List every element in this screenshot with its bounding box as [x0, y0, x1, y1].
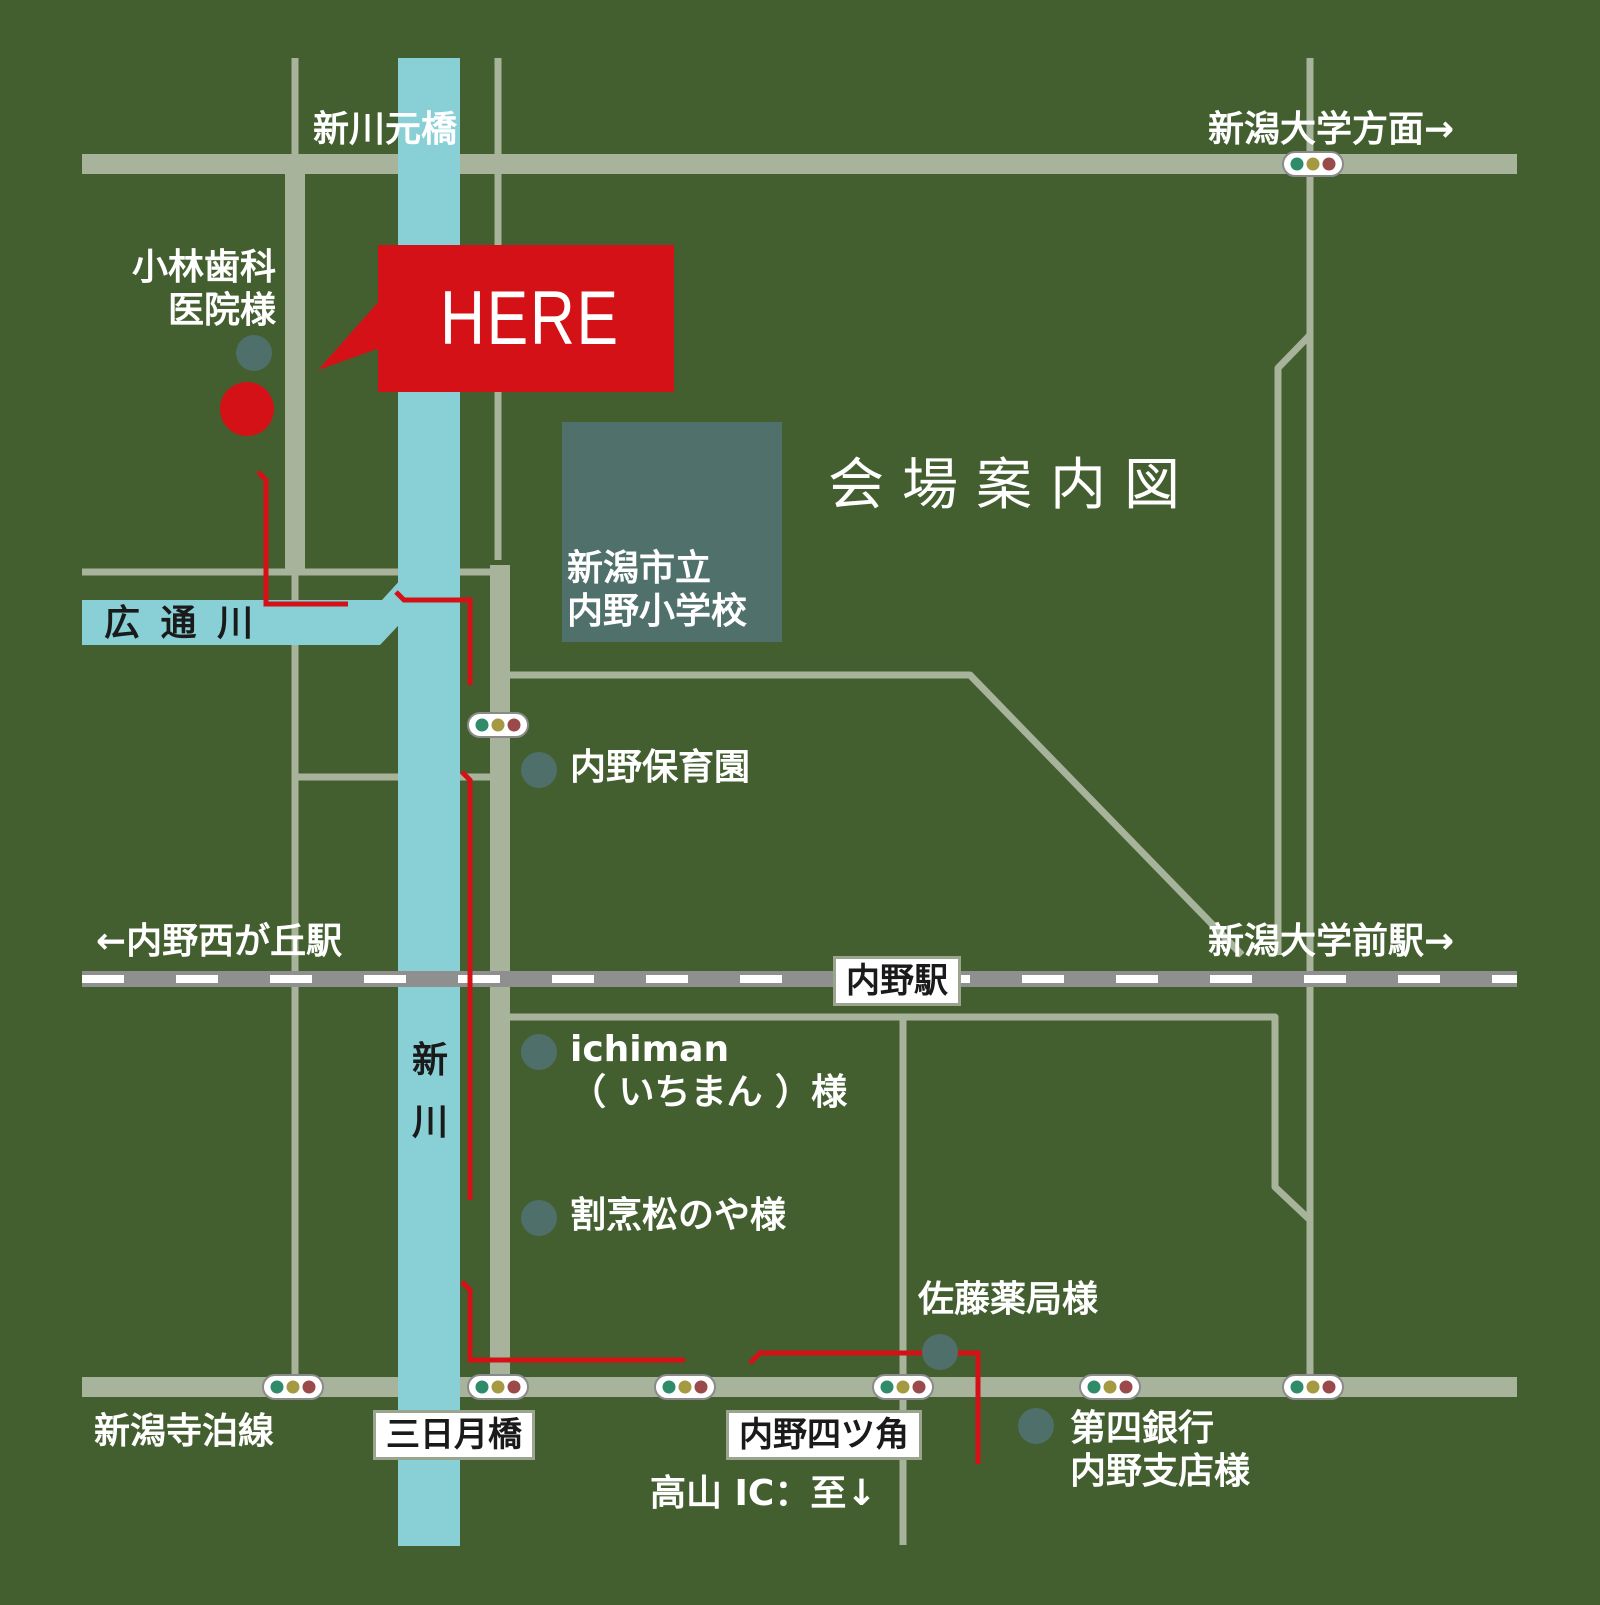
here-pointer	[318, 300, 380, 370]
poi-dot-ichiman	[521, 1034, 557, 1070]
traffic-light-icon	[654, 1374, 716, 1400]
bridge-label-mikazuki: 三日月橋	[373, 1410, 535, 1460]
landmark-ichiman-line-2: （ いちまん ）様	[570, 1072, 848, 1114]
road-diagonal	[500, 671, 1245, 958]
river-label-hirodori: 広 通 川	[104, 603, 258, 644]
route-segment-east	[748, 1350, 981, 1464]
intersection-label: 内野四ツ角	[726, 1410, 922, 1460]
here-callout	[220, 245, 674, 436]
landmark-ichiman: ichiman （ いちまん ）様	[570, 1028, 847, 1114]
landmark-school-line-2: 内野小学校	[567, 591, 748, 633]
landmark-bank-line-1: 第四銀行	[1070, 1408, 1215, 1449]
route-segment-south	[460, 1280, 685, 1363]
here-marker	[220, 382, 274, 436]
landmark-ichiman-line-1: ichiman	[570, 1029, 730, 1070]
landmark-daishi-bank: 第四銀行 内野支店様	[1070, 1407, 1250, 1493]
route-lines	[256, 470, 981, 1464]
landmark-matsunoya: 割烹松のや様	[570, 1195, 787, 1236]
traffic-light-icon	[262, 1374, 324, 1400]
landmark-school: 新潟市立 内野小学校	[567, 547, 747, 633]
traffic-light-icon	[467, 712, 529, 738]
traffic-light-icon	[872, 1374, 934, 1400]
road-label-north-bridge: 新川元橋	[313, 109, 458, 150]
traffic-light-icon	[1079, 1374, 1141, 1400]
river-label-shinkawa: 新 川	[410, 1030, 450, 1154]
route-segment-center	[460, 770, 473, 1200]
river-label-shinkawa-char-2: 川	[411, 1102, 448, 1143]
poi-dot-kobayashi	[236, 335, 272, 371]
traffic-light-icon	[1282, 151, 1344, 177]
road-east-branch	[1274, 332, 1313, 955]
landmark-kobayashi-line-2: 医院様	[167, 290, 276, 332]
route-segment-west	[256, 470, 348, 607]
traffic-light-icon	[467, 1374, 529, 1400]
road-label-south-route: 新潟寺泊線	[94, 1411, 275, 1452]
poi-dot-nursery	[521, 752, 557, 788]
road-label-university-direction: 新潟大学方面→	[1208, 109, 1455, 150]
rail-label-east: 新潟大学前駅→	[1208, 921, 1455, 962]
landmark-sato-pharmacy: 佐藤薬局様	[918, 1279, 1099, 1320]
route-segment-north	[394, 590, 473, 685]
landmark-kobayashi-dental: 小林歯科 医院様	[96, 246, 276, 332]
road-label-takayama-ic: 高山 IC：至↓	[650, 1473, 877, 1514]
minor-roads	[82, 58, 1314, 1545]
poi-dot-matsunoya	[521, 1200, 557, 1236]
traffic-light-icon	[1282, 1374, 1344, 1400]
poi-dots	[236, 335, 1054, 1444]
landmark-bank-line-2: 内野支店様	[1070, 1451, 1251, 1493]
here-box	[378, 245, 674, 392]
here-label: HERE	[440, 276, 620, 361]
river-label-shinkawa-char-1: 新	[411, 1040, 448, 1081]
traffic-lights	[262, 151, 1344, 1400]
landmark-school-line-1: 新潟市立	[567, 548, 712, 589]
station-label: 内野駅	[833, 956, 961, 1006]
map-title: 会場案内図	[828, 453, 1198, 518]
school-block	[562, 422, 782, 642]
landmark-kobayashi-line-1: 小林歯科	[131, 247, 276, 288]
hirodori-river	[82, 520, 460, 645]
landmark-nursery: 内野保育園	[570, 747, 751, 788]
road-south-east	[500, 1013, 1313, 1223]
poi-dot-pharmacy	[922, 1334, 958, 1370]
rail-label-west: ←内野西が丘駅	[96, 921, 343, 962]
poi-dot-bank	[1018, 1408, 1054, 1444]
